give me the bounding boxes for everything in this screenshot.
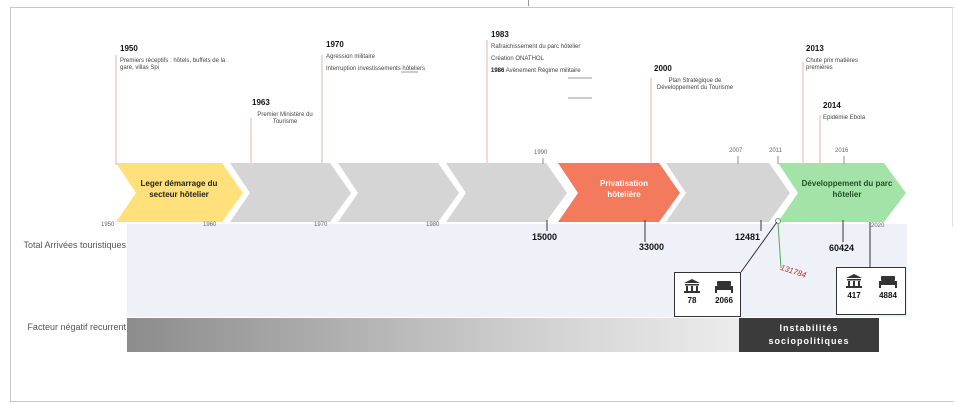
frame-right-border: [952, 7, 953, 227]
axis-label-1950: 1950: [101, 222, 115, 228]
event-1983-item-2: Création ONATHOL: [491, 56, 544, 62]
event-1963-text: Premier Ministère du Tourisme: [257, 112, 313, 125]
axis-label-2016: 2016: [835, 148, 849, 154]
segment-label-red: Privatisation hôtelière: [599, 179, 648, 199]
axis-label-2007: 2007: [729, 148, 743, 154]
hotel-building-icon: [846, 274, 862, 288]
negative-factor-gradient-bar: [127, 318, 739, 352]
event-1983-item-3-year: 1986: [491, 68, 505, 74]
event-1963-year: 1963: [252, 98, 270, 107]
event-1970-item-1: Agression militaire: [326, 54, 376, 60]
negative-factor-row-label: Facteur négatif recurrent: [27, 322, 126, 332]
bed-icon: [879, 276, 897, 288]
hotel-building-icon: [684, 279, 700, 293]
segment-arrow-grey-2: [338, 163, 459, 222]
arrival-value-12481: 12481: [735, 232, 761, 242]
event-1983: 1983 Rafraichissement du parc hôtelier C…: [491, 30, 591, 80]
segment-arrow-yellow: [116, 163, 243, 222]
stat-box-2: 417 4884: [836, 267, 906, 315]
event-1970-item-2: Interruption investissements hôteliers: [326, 66, 426, 72]
segment-arrow-red: [558, 163, 680, 222]
stat-box-2-hotels-value: 417: [847, 291, 861, 300]
event-1983-item-3: 1986 Avènement Régime militaire: [491, 68, 591, 75]
event-1950-year: 1950: [120, 44, 138, 53]
event-2013: 2013 Chute prix matières premières: [806, 44, 882, 77]
stat-box-1-connector: [740, 221, 778, 273]
axis-label-1960: 1960: [203, 222, 217, 228]
event-1963: 1963 Premier Ministère du Tourisme: [252, 98, 318, 131]
stat-box-1-hotels-value: 78: [687, 296, 697, 305]
frame-bottom-border: [10, 401, 954, 402]
arrival-value-33000: 33000: [639, 242, 665, 252]
stat-box-2-rooms-value: 4884: [879, 291, 897, 300]
axis-label-2011: 2011: [769, 148, 782, 154]
axis-label-1990: 1990: [534, 150, 548, 156]
event-1983-item-3-text: Avènement Régime militaire: [505, 68, 581, 74]
event-2013-year: 2013: [806, 44, 824, 53]
stat-box-2-rooms: 4884: [873, 274, 903, 300]
event-1983-year: 1983: [491, 30, 509, 39]
stat-box-1-rooms: 2066: [709, 279, 739, 305]
event-2000: 2000 Plan Stratégique de Développement d…: [654, 64, 736, 97]
event-2014: 2014 Epidémie Ebola: [823, 101, 883, 127]
axis-label-1970: 1970: [314, 222, 328, 228]
event-2014-year: 2014: [823, 101, 841, 110]
top-tick-mark: [528, 0, 529, 6]
arrivals-band: [127, 224, 907, 317]
negative-factor-box: Instabilités sociopolitiques: [739, 318, 879, 352]
segment-arrow-green: [778, 163, 906, 222]
segment-label-yellow: Leger démarrage du secteur hôtelier: [140, 179, 218, 199]
segment-arrow-grey-4: [666, 163, 790, 222]
event-2014-text: Epidémie Ebola: [823, 115, 866, 121]
event-2013-text: Chute prix matières premières: [806, 58, 859, 71]
axis-label-1980: 1980: [426, 222, 440, 228]
segment-arrow-grey-3: [446, 163, 567, 222]
segment-label-green: Développement du parc hôtelier: [801, 179, 893, 199]
event-2000-year: 2000: [654, 64, 672, 73]
frame-left-border: [10, 7, 11, 402]
axis-label-2020: 2020: [871, 223, 885, 229]
bed-icon: [715, 281, 733, 293]
event-1950-text: Premiers réceptifs : hôtels, buffets de …: [120, 58, 226, 71]
stat-box-2-hotels: 417: [841, 274, 867, 300]
event-1970-year: 1970: [326, 40, 344, 49]
stat-box-1: 78 2066: [674, 272, 741, 317]
marker-green-line: [777, 222, 782, 269]
event-1983-item-1: Rafraichissement du parc hôtelier: [491, 44, 581, 50]
frame-top-border: [10, 7, 954, 8]
event-1950: 1950 Premiers réceptifs : hôtels, buffet…: [120, 44, 230, 77]
arrival-value-15000: 15000: [532, 232, 558, 242]
stat-box-1-hotels: 78: [679, 279, 705, 305]
event-1970: 1970 Agression militaire Interruption in…: [326, 40, 426, 78]
arrival-value-60424: 60424: [829, 243, 855, 253]
segment-arrow-grey-1: [230, 163, 351, 222]
event-2000-text: Plan Stratégique de Développement du Tou…: [656, 78, 734, 91]
stat-box-1-rooms-value: 2066: [715, 296, 733, 305]
arrivals-row-label: Total Arrivées touristiques: [23, 240, 126, 250]
